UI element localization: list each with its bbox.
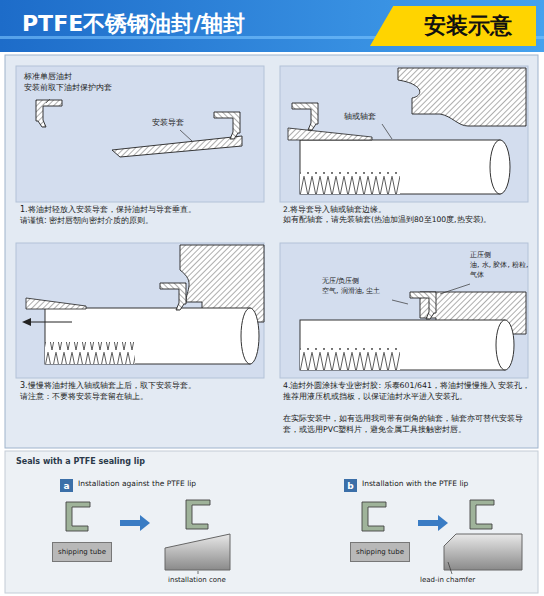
label: 1.将油封轻放入安装导套，保持油封与导套垂直。 请谨慎: 密封唇朝向密封介质的原… xyxy=(20,205,260,227)
installed-seal xyxy=(410,292,436,319)
label: Installation against the PTFE lip xyxy=(78,479,278,489)
label: 正压侧 油, 水, 胶体, 粉粒, 气体 xyxy=(470,250,534,280)
drawing-part xyxy=(448,562,452,574)
main-panel xyxy=(5,55,538,448)
drawing-part xyxy=(186,500,210,529)
install-sleeve xyxy=(26,298,86,309)
badge: b xyxy=(344,479,357,492)
drawing-part xyxy=(470,500,494,529)
bottom-panel xyxy=(5,451,538,593)
label-line: 油, 水, 胶体, 粉粒, 气体 xyxy=(470,260,534,280)
seal-on-sleeve xyxy=(214,112,240,139)
label: Installation with the PTFE lip xyxy=(362,479,532,489)
blue-arrow xyxy=(418,515,448,531)
label-line: 标准单唇油封 xyxy=(24,72,154,83)
drawing-part xyxy=(496,320,514,370)
install-sleeve xyxy=(112,136,242,157)
label: 2.将导套导入轴或轴套边缘。 如有配轴套，请先装轴套(热油加温到80至100度,… xyxy=(283,205,533,226)
drawing-part xyxy=(45,308,250,364)
drawing-part xyxy=(300,172,400,194)
drawing-part xyxy=(66,502,90,531)
drawing-part xyxy=(22,318,31,326)
label-line: 空气, 润滑油, 尘土 xyxy=(322,286,412,296)
node-text: shipping tube xyxy=(356,548,404,556)
shaft-end xyxy=(490,140,510,194)
label-line: 请谨慎: 密封唇朝向密封介质的原则。 xyxy=(20,216,260,227)
drawing-part xyxy=(300,320,505,370)
drawing-part xyxy=(241,308,259,364)
label-line: 正压侧 xyxy=(470,250,534,260)
drawing-part xyxy=(288,128,372,140)
label: 标准单唇油封 安装前取下油封保护内套 xyxy=(24,72,154,94)
drawing-part xyxy=(198,571,199,574)
drawing-part xyxy=(46,99,50,103)
title: PTFE不锈钢油封/轴封 xyxy=(22,11,245,37)
panel-2 xyxy=(280,66,528,202)
label: Seals with a PTFE sealing lip xyxy=(16,457,256,468)
drawing-part xyxy=(30,322,72,323)
label-line: 3.慢慢将油封推入轴或轴套上后，取下安装导套。 xyxy=(20,381,260,392)
drawing-part xyxy=(362,502,386,531)
label: 安装导套 xyxy=(152,118,212,129)
drawing-part xyxy=(382,124,392,139)
drawing-part xyxy=(440,284,470,294)
seal-profile xyxy=(36,100,62,127)
node-text: a xyxy=(63,481,69,491)
label: installation cone xyxy=(168,576,268,585)
housing xyxy=(398,68,526,126)
shipping-tube: shipping tube xyxy=(52,542,112,562)
label: 在实际安装中，如有选用我司带有倒角的轴套，轴套亦可替代安装导套，或选用PVC塑料… xyxy=(283,414,533,435)
node-text: shipping tube xyxy=(58,548,106,556)
tag-box: 安装示意 xyxy=(370,6,536,46)
panel-1 xyxy=(16,66,264,202)
label-line: 请注意：不要将安装导套留在轴上。 xyxy=(20,392,260,403)
blue-arrow xyxy=(120,515,150,531)
drawing-part xyxy=(300,140,500,194)
label-line: 2.将导套导入轴或轴套边缘。 xyxy=(283,205,533,215)
panel-3 xyxy=(16,243,264,378)
drawing-part xyxy=(292,103,318,130)
drawing-part xyxy=(45,342,135,364)
label: 3.慢慢将油封推入轴或轴套上后，取下安装导套。 请注意：不要将安装导套留在轴上。 xyxy=(20,381,260,403)
drawing-part xyxy=(180,130,192,141)
drawing-part xyxy=(300,348,400,370)
label: 无压/负压侧 空气, 润滑油, 尘土 xyxy=(322,276,412,296)
label-line: 如有配轴套，请先装轴套(热油加温到80至100度,热安装)。 xyxy=(283,215,533,225)
installation-cone xyxy=(165,534,230,570)
drawing-part xyxy=(160,283,186,310)
label-line: 1.将油封轻放入安装导套，保持油封与导套垂直。 xyxy=(20,205,260,216)
label-line: 无压/负压侧 xyxy=(322,276,412,286)
badge: a xyxy=(60,479,73,492)
header-band xyxy=(0,0,544,52)
drawing-part xyxy=(392,300,408,304)
label-line: 安装前取下油封保护内套 xyxy=(24,83,154,94)
shipping-tube: shipping tube xyxy=(350,542,410,562)
label: 轴或轴套 xyxy=(344,112,404,123)
label: 4.油封外圆涂抹专业密封胶: 乐泰601/641，将油封慢慢推入 安装孔，推荐用… xyxy=(283,381,533,402)
chamfered-shaft xyxy=(444,534,522,570)
label: lead-in chamfer xyxy=(420,576,520,585)
node-text: b xyxy=(347,481,353,491)
node-text: 安装示意 xyxy=(424,11,512,41)
